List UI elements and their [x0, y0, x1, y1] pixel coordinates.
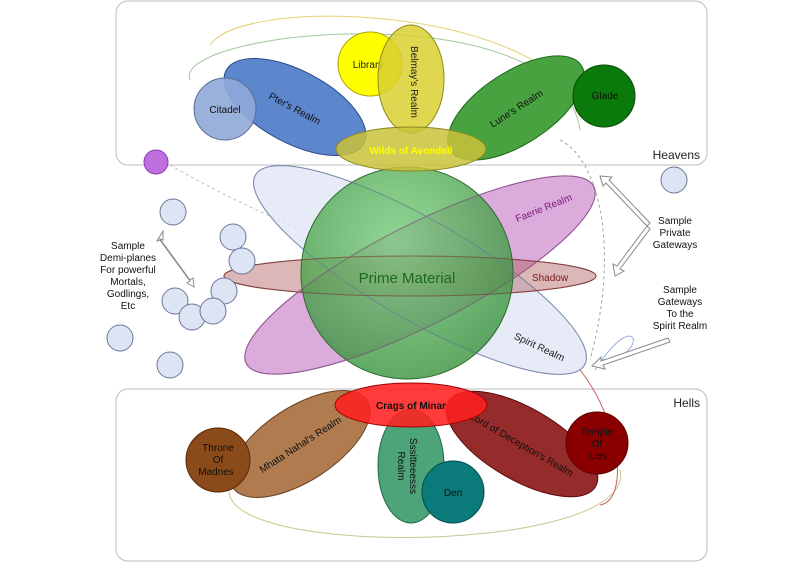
faerie-realm-outline [244, 175, 596, 375]
den-label: Den [444, 488, 462, 499]
sssi-label-1: Sssitteeesss [407, 438, 418, 494]
heavens-label: Heavens [653, 148, 700, 162]
spirit-realm-outline [253, 165, 587, 375]
spirit-note-line: Sample [663, 285, 697, 296]
private-gateways-arrow-bottom [612, 225, 651, 277]
demi-plane-bubble[interactable] [143, 149, 169, 175]
temple-label-2: Of [592, 439, 603, 450]
demi-plane-bubble[interactable] [219, 223, 247, 251]
demi-note-line: Mortals, [110, 277, 146, 288]
throne-of-madness[interactable] [185, 427, 251, 493]
temple-label-3: Lies [589, 451, 607, 462]
temple-label-1: Temple [581, 427, 614, 438]
citadel[interactable] [193, 77, 257, 141]
private-note-line: Sample [658, 216, 692, 227]
private-gateways-note: Sample Private Gateways [653, 216, 697, 251]
demi-plane-bubble[interactable] [660, 166, 688, 194]
demi-plane-bubble[interactable] [159, 198, 187, 226]
private-gateways-arrow-top [599, 175, 651, 227]
spirit-gateways-note: Sample Gateways To the Spirit Realm [653, 285, 707, 332]
private-note-line: Private [659, 228, 691, 239]
arrows [155, 175, 671, 370]
den[interactable] [421, 460, 485, 524]
crags-of-minar[interactable] [334, 382, 488, 428]
private-note-line: Gateways [653, 240, 697, 251]
wilds-of-avondell-label: Wilds of Avondell [369, 146, 452, 157]
demi-note-line: For powerful [100, 265, 156, 276]
demi-note-line: Etc [121, 301, 135, 312]
crags-of-minar-label: Crags of Minar [376, 401, 446, 412]
glade[interactable] [572, 64, 636, 128]
temple-of-lies[interactable] [565, 411, 629, 475]
demi-plane-bubble[interactable] [156, 351, 184, 379]
demi-note-line: Demi-planes [100, 253, 156, 264]
citadel-label: Citadel [209, 105, 240, 116]
shadow-label: Shadow [532, 273, 569, 284]
spirit-note-line: To the [666, 309, 694, 320]
sssi-label-2: Realm [395, 452, 406, 481]
demi-note-line: Godlings, [107, 289, 149, 300]
demi-plane-bubbles [106, 149, 688, 379]
spirit-note-line: Gateways [658, 297, 702, 308]
prime-material-label: Prime Material [359, 270, 456, 287]
demi-note-line: Sample [111, 241, 145, 252]
library-label: Library [353, 60, 384, 71]
demi-planes-arrow [155, 229, 195, 288]
hells-label: Hells [673, 396, 700, 410]
glade-label: Glade [592, 91, 619, 102]
demi-plane-bubble[interactable] [228, 247, 256, 275]
demi-plane-bubble[interactable] [199, 297, 227, 325]
demi-plane-bubble[interactable] [106, 324, 134, 352]
demi-plane-bubble[interactable] [161, 287, 189, 315]
belmays-realm-label: Belmay's Realm [408, 46, 419, 118]
throne-label-3: Madnes [198, 467, 234, 478]
throne-label-2: Of [213, 455, 224, 466]
spirit-note-line: Spirit Realm [653, 321, 707, 332]
wilds-of-avondell[interactable] [335, 126, 487, 172]
throne-label-1: Throne [202, 443, 234, 454]
spirit-gateways-arrow [591, 337, 671, 370]
shadow-realm-outline [223, 255, 597, 297]
demi-planes-note: Sample Demi-planes For powerful Mortals,… [100, 241, 156, 312]
